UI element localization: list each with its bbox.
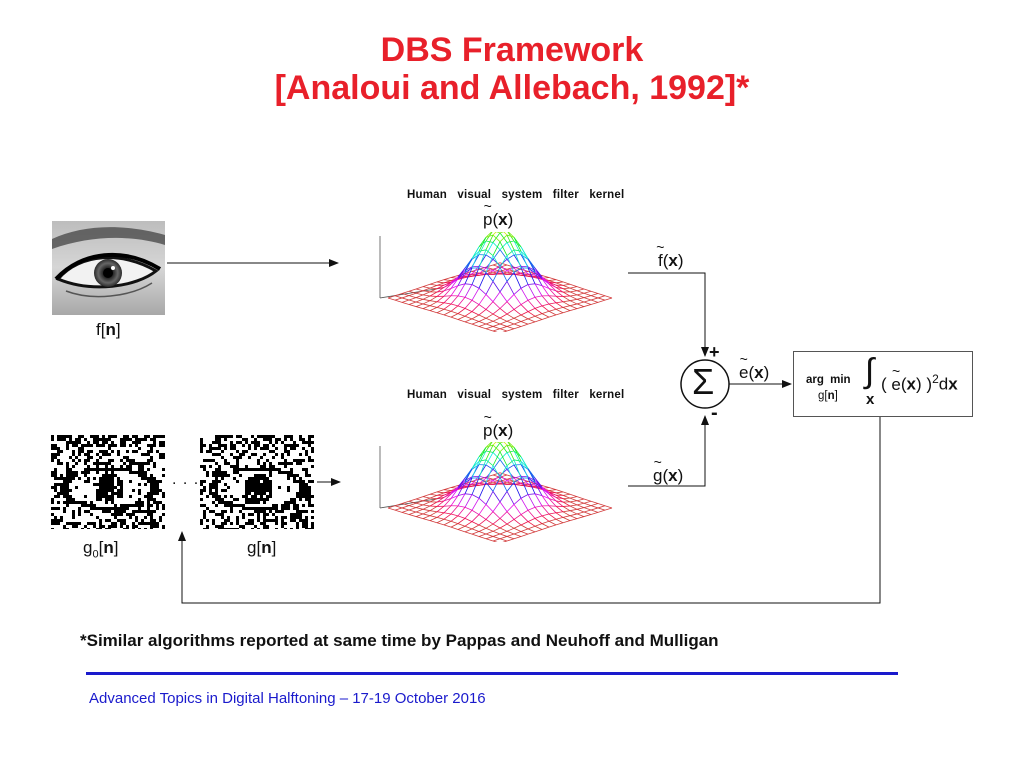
eye-photo-icon xyxy=(52,221,165,315)
bottom-kernel-symbol: p(x) xyxy=(483,421,513,441)
slide-title-line2: [Analoui and Allebach, 1992]* xyxy=(274,69,750,107)
gaussian-surface-icon xyxy=(379,227,613,334)
filtered-f-label: f(x) xyxy=(658,251,684,271)
halftone-eye-icon xyxy=(51,435,165,529)
footnote: *Similar algorithms reported at same tim… xyxy=(80,631,719,650)
footer-text: Advanced Topics in Digital Halftoning – … xyxy=(89,690,486,707)
filtered-g-label: g(x) xyxy=(653,466,683,486)
footer-rule xyxy=(86,672,898,675)
bottom-kernel-surface xyxy=(372,437,628,544)
initial-halftone-label: g0[n] xyxy=(83,538,119,561)
gaussian-surface-icon xyxy=(379,437,613,544)
integral-variable: x xyxy=(866,391,875,408)
feedback-loop-arrow xyxy=(178,416,881,604)
argmin-label: arg min xyxy=(806,374,851,386)
argmin-box xyxy=(793,351,973,417)
summation-icon: Σ xyxy=(692,361,715,402)
bottom-kernel-caption: Human visual system filter kernel xyxy=(407,389,625,401)
argmin-variable: g[n] xyxy=(818,390,838,402)
error-label: e(x) xyxy=(739,363,769,383)
top-kernel-caption: Human visual system filter kernel xyxy=(407,189,625,201)
top-kernel-symbol: p(x) xyxy=(483,210,513,230)
initial-halftone-image xyxy=(51,435,165,529)
arrow-f-to-sum xyxy=(628,272,709,357)
minus-sign: - xyxy=(711,402,718,424)
input-eye-image xyxy=(52,221,165,315)
current-halftone-image xyxy=(200,435,314,529)
integrand: ( e(x) )2dx xyxy=(881,372,958,395)
slide-title-line1: DBS Framework xyxy=(380,31,644,69)
halftone-eye-icon xyxy=(200,435,314,529)
integral-icon: ∫ xyxy=(865,352,875,390)
current-halftone-label: g[n] xyxy=(247,538,277,557)
summation-circle xyxy=(680,359,730,409)
top-kernel-surface xyxy=(372,227,628,334)
arrow-g-to-sum xyxy=(628,415,709,487)
input-image-label: f[n] xyxy=(96,320,121,339)
plus-sign: + xyxy=(709,342,720,362)
ellipsis: . . . xyxy=(172,471,200,488)
